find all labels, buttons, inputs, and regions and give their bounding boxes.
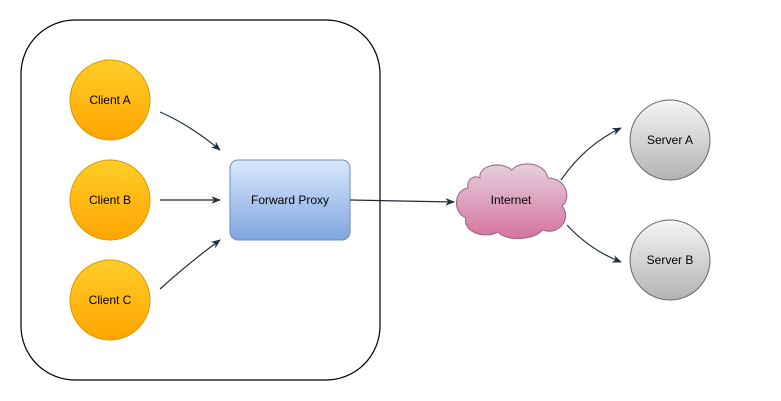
edge-client-a-to-proxy[interactable] <box>159 111 221 151</box>
server-b-label: Server B <box>647 253 694 267</box>
client-a-node[interactable]: Client A <box>69 59 151 141</box>
edge-proxy-to-internet[interactable] <box>349 197 455 206</box>
server-a-node[interactable]: Server A <box>629 99 711 181</box>
forward-proxy-label: Forward Proxy <box>251 193 329 207</box>
edge-internet-to-server-a[interactable] <box>560 127 622 181</box>
client-a-label: Client A <box>89 93 130 107</box>
client-b-label: Client B <box>89 193 131 207</box>
cloud-icon <box>456 163 568 239</box>
server-a-label: Server A <box>647 133 693 147</box>
edge-internet-to-server-b[interactable] <box>566 224 622 263</box>
edge-client-c-to-proxy[interactable] <box>159 239 221 290</box>
forward-proxy-node[interactable]: Forward Proxy <box>229 159 351 241</box>
server-b-node[interactable]: Server B <box>629 219 711 301</box>
client-b-node[interactable]: Client B <box>69 159 151 241</box>
internet-label: Internet <box>491 193 532 207</box>
client-c-label: Client C <box>89 293 132 307</box>
client-c-node[interactable]: Client C <box>69 259 151 341</box>
internet-cloud-node[interactable]: Internet <box>456 163 568 239</box>
